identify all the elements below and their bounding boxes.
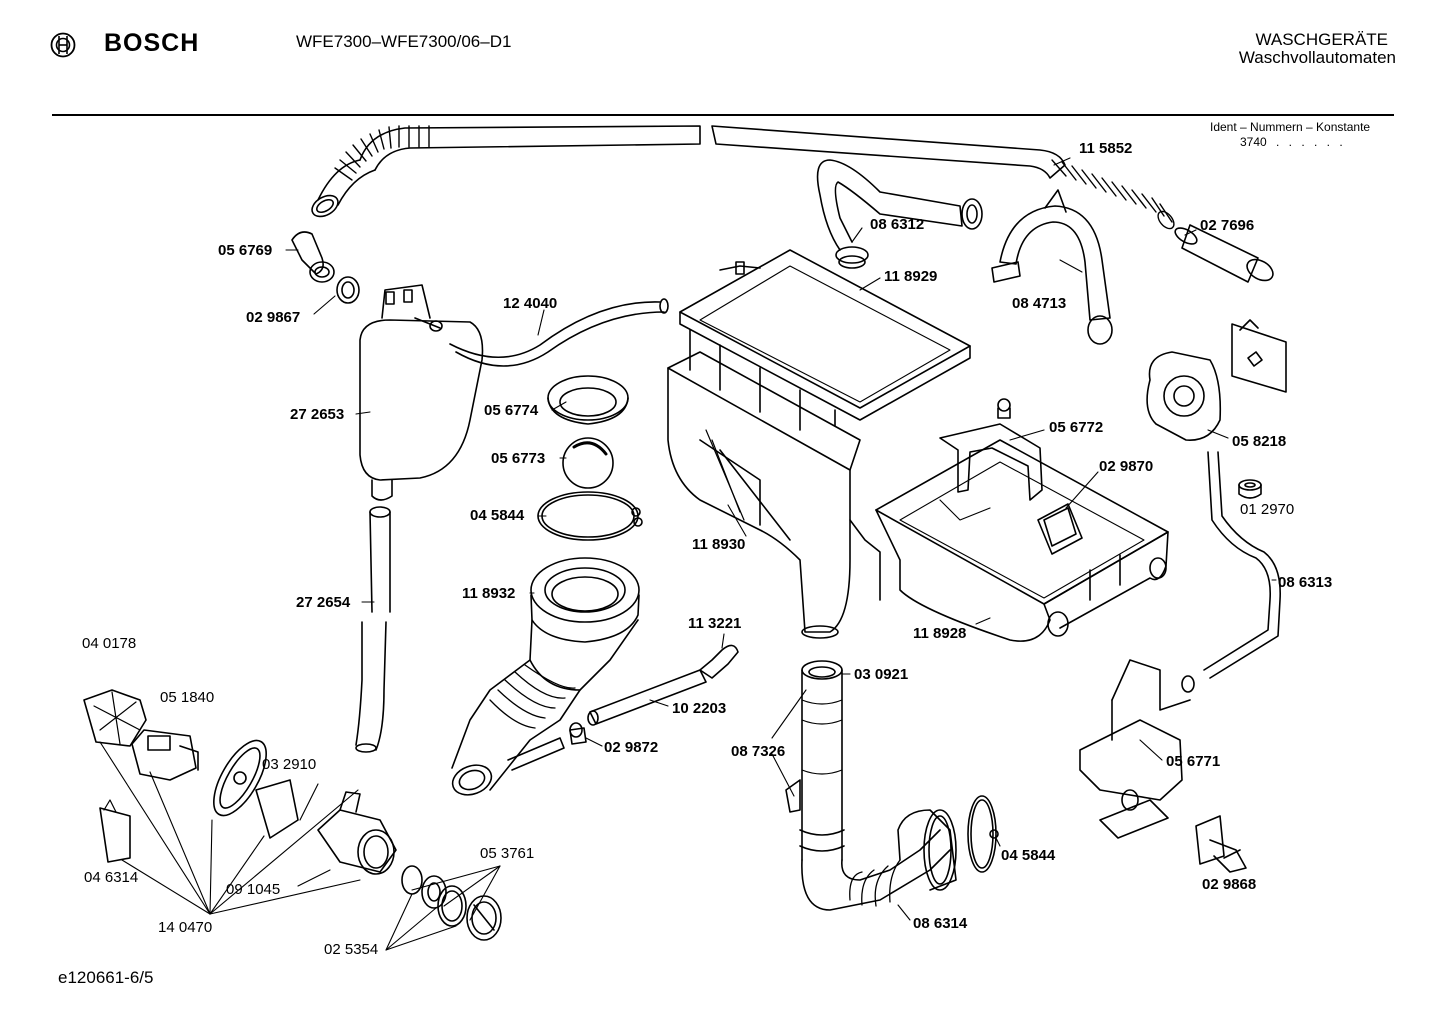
part-label-p029872: 02 9872 — [604, 739, 659, 756]
part-label-p056773: 05 6773 — [491, 450, 546, 467]
part-label-p056769: 05 6769 — [218, 242, 273, 259]
hose-connector-drawing — [1174, 224, 1274, 283]
category-title: WASCHGERÄTE — [1255, 30, 1388, 49]
vent-hose-drawing — [449, 298, 669, 367]
part-label-p051840: 05 1840 — [160, 689, 215, 706]
part-label-p030921: 03 0921 — [854, 666, 909, 683]
part-label-p029870: 02 9870 — [1099, 458, 1154, 475]
part-label-p086314: 08 6314 — [913, 915, 968, 932]
brand-name: BOSCH — [104, 29, 200, 57]
model-number: WFE7300–WFE7300/06–D1 — [296, 32, 512, 51]
drawer-housing-part-drawing — [1079, 659, 1195, 839]
part-label-p046314: 04 6314 — [84, 869, 139, 886]
header-divider — [52, 114, 1394, 116]
ident-value: 3740 — [1240, 135, 1267, 149]
hose-clamp-drawing — [991, 189, 1113, 345]
sump-bellows-drawing — [451, 557, 640, 796]
part-label-p102203: 10 2203 — [672, 700, 727, 717]
part-label-p056774: 05 6774 — [484, 402, 539, 419]
inlet-hose-left-drawing — [311, 125, 1066, 218]
bellows-hose-drawing — [801, 795, 999, 911]
part-label-p118929: 11 8929 — [884, 268, 938, 285]
heater-rod-drawing — [569, 644, 739, 745]
part-label-p029868: 02 9868 — [1202, 876, 1257, 893]
float-ball-assembly-drawing — [537, 375, 643, 541]
part-label-p115852: 11 5852 — [1079, 140, 1133, 157]
part-label-p086313: 08 6313 — [1278, 574, 1333, 591]
part-label-p091045: 09 1045 — [226, 881, 281, 898]
pressure-switch-drawing — [1146, 319, 1287, 441]
part-label-p040178: 04 0178 — [82, 635, 137, 652]
category-subtitle: Waschvollautomaten — [1238, 48, 1396, 67]
part-label-p029867: 02 9867 — [246, 309, 301, 326]
bosch-logo-icon — [50, 32, 76, 58]
part-label-p118932: 11 8932 — [462, 585, 516, 602]
part-label-p056772: 05 6772 — [1049, 419, 1104, 436]
part-label-p053761: 05 3761 — [480, 845, 535, 862]
part-label-p025354: 02 5354 — [324, 941, 379, 958]
ident-dots: . . . . . . — [1276, 135, 1346, 149]
part-label-p012970: 01 2970 — [1240, 501, 1295, 518]
air-trap-container-drawing — [359, 284, 484, 501]
inlet-hose-right-drawing — [1051, 159, 1175, 230]
part-label-p027696: 02 7696 — [1200, 217, 1255, 234]
drain-hose-drawing — [355, 506, 391, 753]
part-label-p084713: 08 4713 — [1012, 295, 1067, 312]
drawing-code: e120661-6/5 — [58, 968, 154, 987]
cap-drawing — [1238, 479, 1262, 499]
valve-plug-drawing — [1195, 815, 1247, 873]
part-label-p113221: 11 3221 — [688, 615, 742, 632]
part-label-p140470: 14 0470 — [158, 919, 213, 936]
part-label-p056771: 05 6771 — [1166, 753, 1221, 770]
part-label-p045844a: 04 5844 — [470, 507, 525, 524]
part-label-p272654: 27 2654 — [296, 594, 351, 611]
part-label-p118930: 11 8930 — [692, 536, 746, 553]
pump-assembly-drawing — [83, 689, 397, 875]
detergent-tub-drawing — [667, 351, 881, 639]
drawer-bracket-drawing — [939, 398, 1083, 555]
filter-parts-drawing — [401, 865, 502, 941]
pressure-tube-drawing — [1203, 451, 1281, 679]
part-label-p032910: 03 2910 — [262, 756, 317, 773]
drain-pipe-drawing — [785, 660, 845, 861]
elbow-and-ring-drawing — [291, 231, 360, 304]
part-label-p118928: 11 8928 — [913, 625, 967, 642]
tub-cover-drawing — [679, 249, 971, 431]
part-label-p058218: 05 8218 — [1232, 433, 1287, 450]
ident-label: Ident – Nummern – Konstante — [1210, 120, 1371, 134]
part-label-p124040: 12 4040 — [503, 295, 558, 312]
part-label-p045844b: 04 5844 — [1001, 847, 1056, 864]
part-label-p087326: 08 7326 — [731, 743, 786, 760]
bent-tube-drawing — [816, 159, 983, 269]
leader-lines — [99, 157, 1277, 951]
part-label-p086312: 08 6312 — [870, 216, 925, 233]
part-label-p272653: 27 2653 — [290, 406, 345, 423]
